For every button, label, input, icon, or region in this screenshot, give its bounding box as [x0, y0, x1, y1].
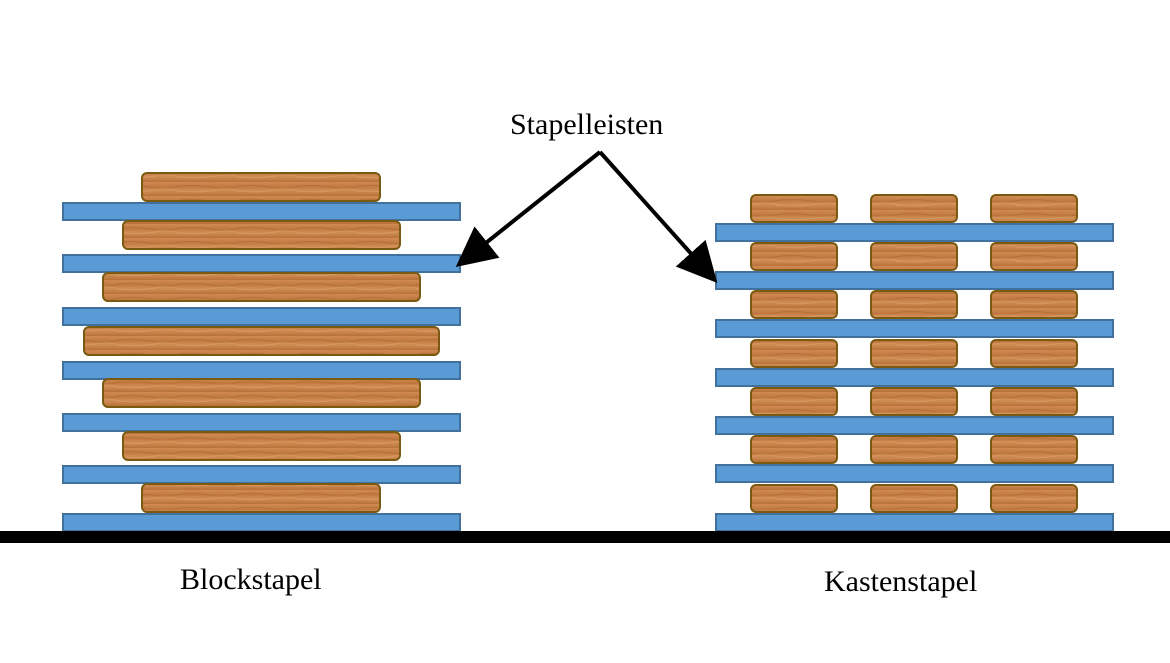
wood-board — [870, 387, 958, 416]
stacking-strip — [62, 413, 461, 432]
blockstapel-label: Blockstapel — [180, 563, 322, 596]
ground-line — [0, 531, 1170, 543]
wood-board — [102, 272, 421, 302]
arrow-to-kastenstapel — [598, 150, 718, 283]
wood-board — [870, 339, 958, 368]
wood-board — [750, 484, 838, 513]
kastenstapel-label: Kastenstapel — [824, 565, 978, 598]
wood-board — [990, 242, 1078, 271]
stapelleisten-label: Stapelleisten — [510, 108, 664, 141]
wood-board — [990, 339, 1078, 368]
blockstapel-stack — [62, 172, 461, 532]
stacking-strip — [62, 202, 461, 221]
wood-board — [990, 387, 1078, 416]
wood-board — [990, 194, 1078, 223]
arrow-to-blockstapel — [455, 150, 602, 267]
stacking-strip — [62, 513, 461, 532]
wood-board — [870, 290, 958, 319]
wood-board — [990, 484, 1078, 513]
wood-board — [750, 194, 838, 223]
wood-board — [141, 483, 381, 513]
wood-board — [750, 435, 838, 464]
stacking-strip — [715, 464, 1114, 483]
wood-board — [990, 435, 1078, 464]
wood-board — [990, 290, 1078, 319]
wood-board — [83, 326, 440, 356]
wood-board — [750, 387, 838, 416]
wood-board — [870, 194, 958, 223]
stacking-strip — [715, 223, 1114, 242]
wood-board — [870, 484, 958, 513]
kastenstapel-stack — [715, 194, 1114, 532]
wood-board — [750, 290, 838, 319]
stacking-strip — [715, 368, 1114, 387]
stacking-strip — [715, 513, 1114, 532]
stacking-strip — [715, 271, 1114, 290]
stacking-strip — [62, 361, 461, 380]
stacking-strip — [715, 319, 1114, 338]
wood-board — [750, 339, 838, 368]
stacking-strip — [62, 465, 461, 484]
wood-board — [102, 378, 421, 408]
wood-board — [122, 220, 401, 250]
wood-board — [870, 242, 958, 271]
wood-board — [141, 172, 381, 202]
wood-board — [870, 435, 958, 464]
wood-board — [750, 242, 838, 271]
wood-board — [122, 431, 401, 461]
stacking-strip — [62, 307, 461, 326]
stacking-strip — [715, 416, 1114, 435]
stacking-strip — [62, 254, 461, 273]
